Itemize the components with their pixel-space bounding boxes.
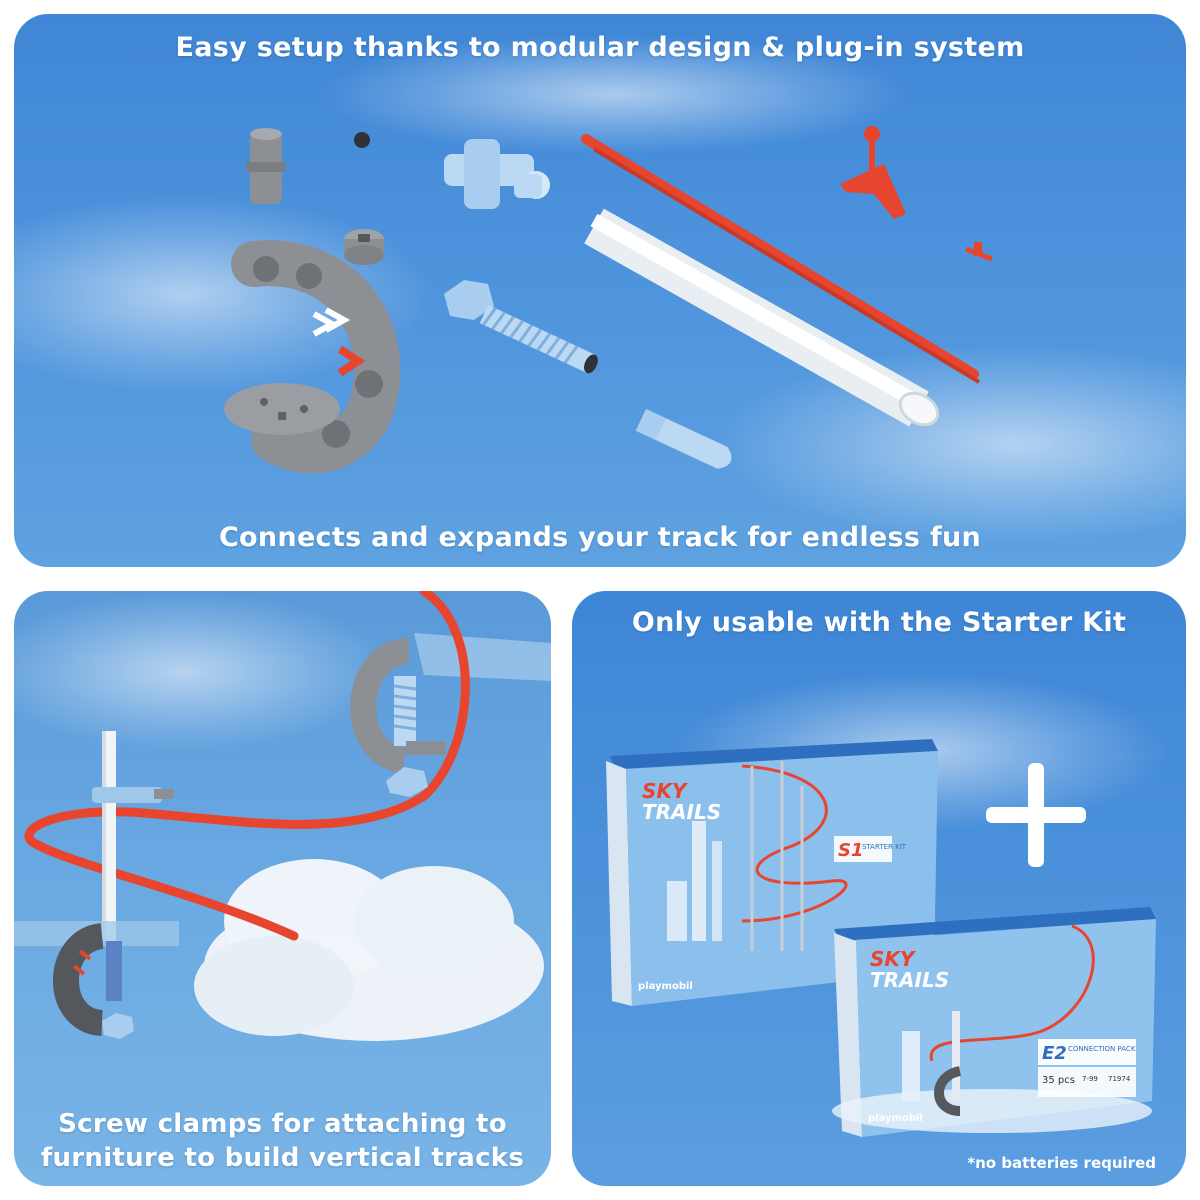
- upper-screw-clamp: [350, 638, 446, 797]
- gray-connector-tube: [246, 128, 286, 204]
- cloud-shape: [194, 859, 544, 1041]
- white-pipe: [584, 208, 940, 427]
- starter-kit-panel: Only usable with the Starter Kit SKY TRA…: [572, 591, 1186, 1186]
- parts-heading: Easy setup thanks to modular design & pl…: [175, 32, 1025, 63]
- gray-nut: [344, 229, 384, 265]
- starter-maker: playmobil: [638, 981, 693, 992]
- clamp-illustration: [14, 591, 551, 1041]
- light-blue-end-cap: [635, 409, 732, 469]
- connection-age: 7-99: [1082, 1075, 1098, 1083]
- lower-screw-clamp: [53, 923, 134, 1039]
- starter-kit-code: S1: [838, 840, 864, 861]
- light-blue-junction: [444, 139, 550, 209]
- connection-item-number: 71974: [1108, 1075, 1131, 1083]
- red-track-rail: [581, 134, 981, 384]
- connection-kit-code: E2: [1042, 1043, 1067, 1064]
- clamp-panel: Screw clamps for attaching to furniture …: [14, 591, 551, 1186]
- connection-brand-bottom: TRAILS: [870, 968, 949, 992]
- connection-pack-box: SKY TRAILS E2 CONNECTION PACK 35 pcs 7-9…: [832, 907, 1156, 1137]
- spring-screw: [444, 280, 598, 374]
- clamp-caption-line1: Screw clamps for attaching to: [58, 1109, 507, 1139]
- parts-subheading: Connects and expands your track for endl…: [218, 522, 982, 553]
- red-track-curve: [24, 591, 470, 941]
- connection-kit-name: CONNECTION PACK: [1068, 1045, 1136, 1053]
- connection-maker: playmobil: [868, 1113, 923, 1124]
- starter-kit-name: STARTER KIT: [862, 843, 907, 851]
- starter-kit-heading: Only usable with the Starter Kit: [631, 607, 1127, 638]
- plus-icon: [986, 763, 1086, 867]
- product-boxes: SKY TRAILS S1 STARTER KIT playmobil SKY: [606, 739, 1156, 1137]
- parts-panel: Easy setup thanks to modular design & pl…: [14, 14, 1186, 567]
- vertical-pole: [92, 731, 174, 941]
- connection-brand-top: SKY: [870, 947, 917, 971]
- rubber-stopper: [354, 132, 370, 148]
- red-pin: [965, 242, 993, 262]
- clamp-caption-line2: furniture to build vertical tracks: [40, 1143, 525, 1173]
- upper-shelf: [414, 633, 551, 681]
- parts-illustration: [224, 126, 993, 474]
- battery-footnote: *no batteries required: [967, 1154, 1156, 1172]
- starter-brand-top: SKY: [642, 779, 689, 803]
- connection-pieces: 35 pcs: [1042, 1075, 1075, 1086]
- red-track-support: [840, 126, 906, 219]
- starter-brand-bottom: TRAILS: [642, 800, 721, 824]
- gray-curved-clamp: [224, 240, 401, 474]
